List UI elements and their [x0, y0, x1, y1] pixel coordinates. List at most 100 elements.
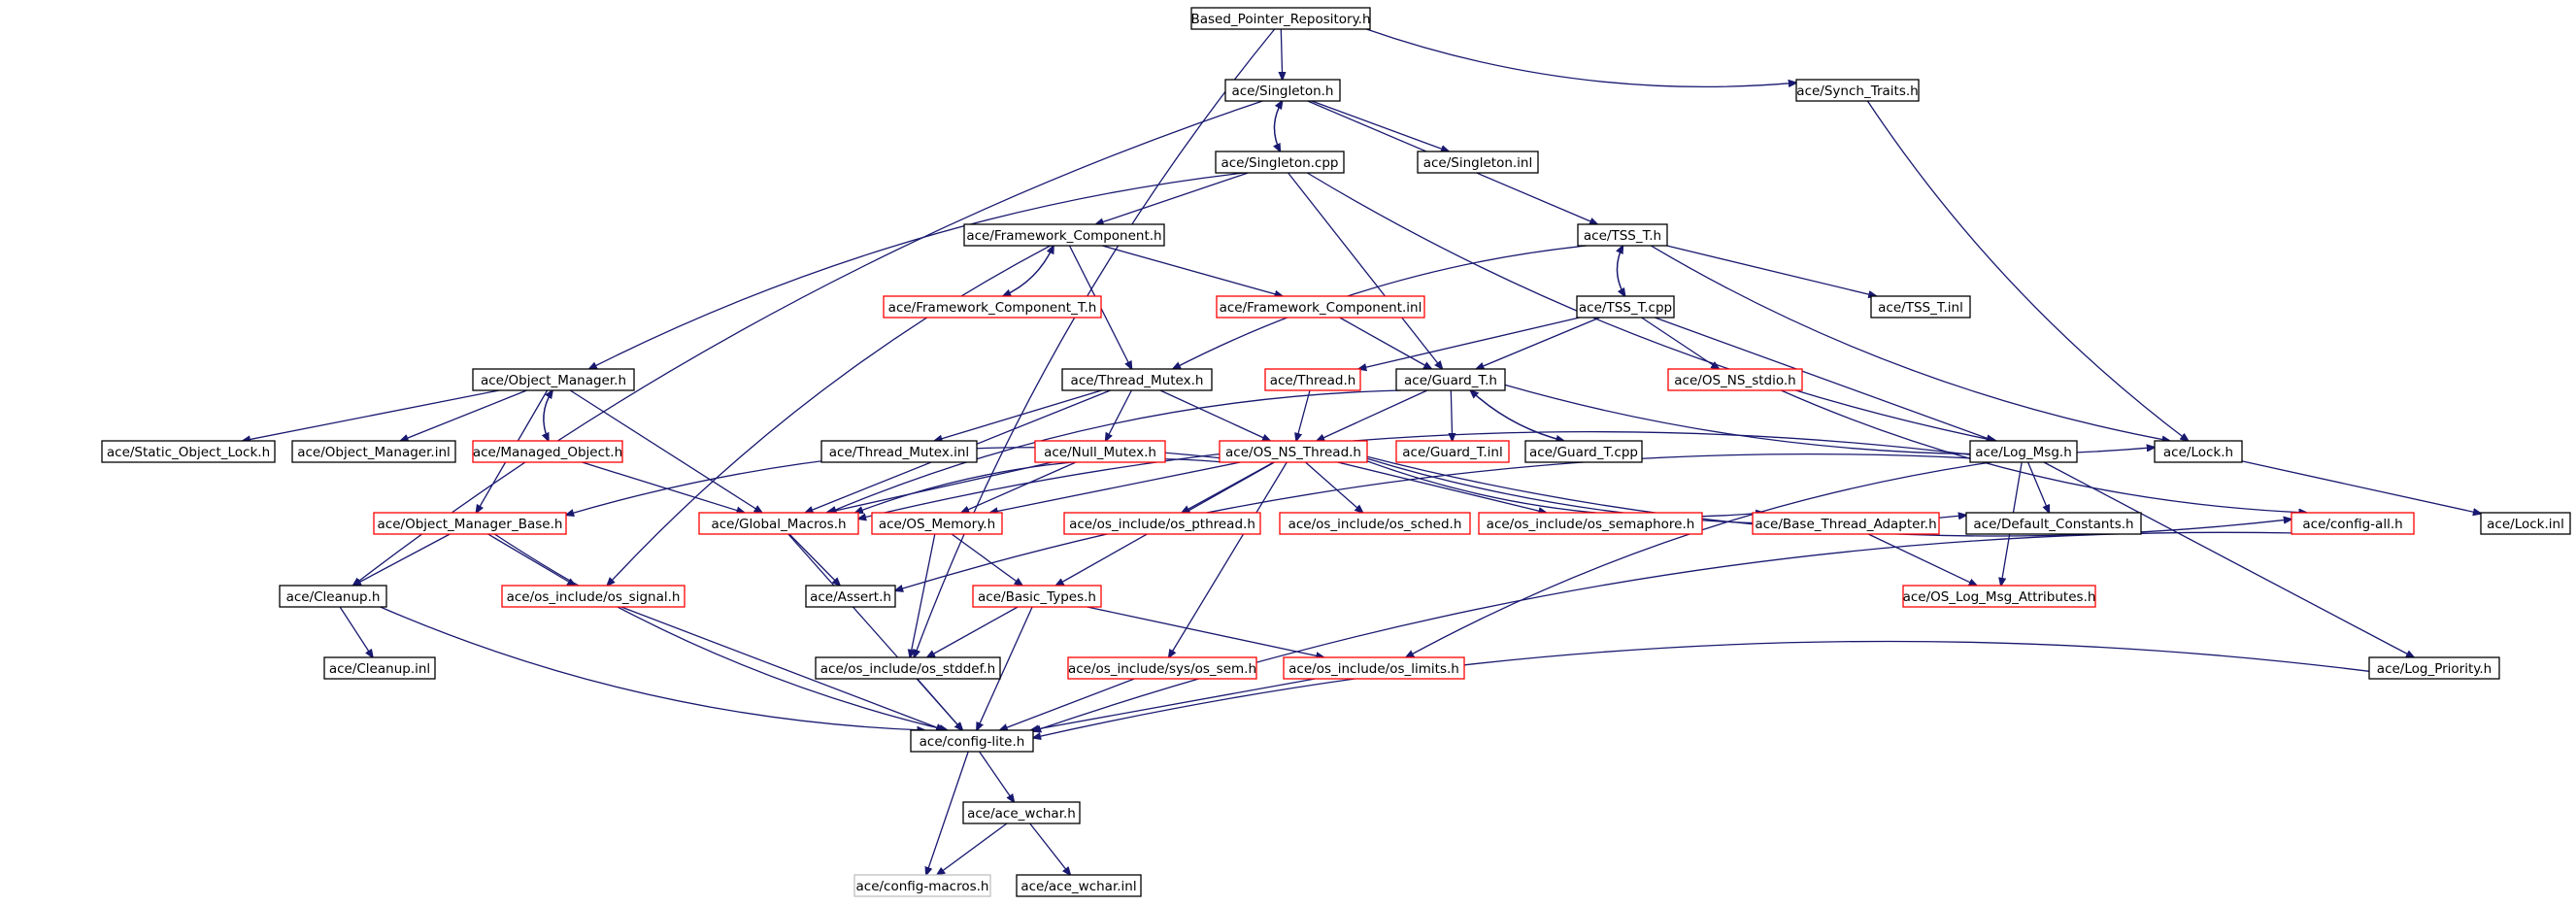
node-box: [291, 440, 456, 463]
edge-config_all-to-config_lite: [1033, 531, 2292, 731]
edge-log_msg_h-to-assert_h: [895, 453, 1971, 591]
node-os-sched[interactable]: ace/os_include/os_sched.h: [1279, 512, 1471, 535]
edge-config_lite-to-config_macros: [926, 751, 969, 875]
node-object-manager-h[interactable]: ace/Object_Manager.h: [472, 368, 635, 391]
node-ace-wchar-h[interactable]: ace/ace_wchar.h: [962, 801, 1081, 824]
node-tss-t-cpp[interactable]: ace/TSS_T.cpp: [1576, 295, 1675, 319]
edge-os_ns_thread-to-os_semaphore: [1337, 461, 1547, 513]
node-object-manager-inl[interactable]: ace/Object_Manager.inl: [291, 440, 456, 463]
node-cleanup-h[interactable]: ace/Cleanup.h: [279, 585, 387, 608]
edge-tss_t_cpp-to-tss_t_h: [1617, 246, 1626, 297]
node-box: [820, 440, 978, 463]
node-lock-inl[interactable]: ace/Lock.inl: [2480, 512, 2571, 535]
node-lock-h[interactable]: ace/Lock.h: [2154, 440, 2243, 463]
node-label: ace/Framework_Component.h: [966, 228, 1161, 244]
node-default-constants[interactable]: ace/Default_Constants.h: [1965, 512, 2142, 535]
edge-singleton_cpp-to-singleton_h: [1273, 101, 1282, 152]
node-box: [1283, 656, 1465, 680]
edge-log_msg_h-to-log_priority: [2043, 461, 2414, 657]
node-box: [1870, 295, 1971, 319]
node-label: ace/Object_Manager.inl: [297, 445, 451, 460]
edge-singleton_cpp-to-guard_t_h: [1288, 172, 1443, 369]
node-cleanup-inl[interactable]: ace/Cleanup.inl: [323, 656, 436, 680]
node-label: ace/Singleton.cpp: [1221, 155, 1338, 171]
node-base-thread-adapter[interactable]: ace/Base_Thread_Adapter.h: [1752, 512, 1940, 535]
node-os-memory[interactable]: ace/OS_Memory.h: [871, 512, 1003, 535]
node-box: [472, 440, 623, 463]
node-basic-types[interactable]: ace/Basic_Types.h: [972, 585, 1102, 608]
node-framework-component-inl[interactable]: ace/Framework_Component.inl: [1216, 295, 1425, 319]
node-box: [1219, 440, 1368, 463]
node-config-macros[interactable]: ace/config-macros.h: [853, 874, 991, 897]
node-box: [1264, 368, 1361, 391]
node-box: [698, 512, 859, 535]
node-os-semaphore[interactable]: ace/os_include/os_semaphore.h: [1478, 512, 1703, 535]
node-label: Based_Pointer_Repository.h: [1190, 12, 1370, 27]
node-framework-component-h[interactable]: ace/Framework_Component.h: [963, 223, 1165, 247]
node-config-all[interactable]: ace/config-all.h: [2291, 512, 2415, 535]
node-object-manager-base[interactable]: ace/Object_Manager_Base.h: [373, 512, 567, 535]
node-guard-t-h[interactable]: ace/Guard_T.h: [1395, 368, 1506, 391]
edge-tss_t_cpp-to-guard_t_h: [1476, 317, 1600, 369]
node-os-log-msg-attributes[interactable]: ace/OS_Log_Msg_Attributes.h: [1902, 585, 2096, 608]
node-global-macros[interactable]: ace/Global_Macros.h: [698, 512, 859, 535]
node-label: ace/Synch_Traits.h: [1796, 84, 1918, 99]
node-log-msg-h[interactable]: ace/Log_Msg.h: [1969, 440, 2078, 463]
node-label: ace/ace_wchar.h: [967, 806, 1076, 822]
edge-singleton_cpp-to-object_manager_h: [589, 172, 1245, 369]
node-synch-traits[interactable]: ace/Synch_Traits.h: [1795, 79, 1920, 102]
node-os-stddef[interactable]: ace/os_include/os_stddef.h: [815, 656, 1001, 680]
node-os-ns-stdio[interactable]: ace/OS_NS_stdio.h: [1667, 368, 1803, 391]
node-static-object-lock[interactable]: ace/Static_Object_Lock.h: [101, 440, 276, 463]
node-thread-mutex-inl[interactable]: ace/Thread_Mutex.inl: [820, 440, 978, 463]
node-thread-h[interactable]: ace/Thread.h: [1264, 368, 1361, 391]
node-box: [1965, 512, 2142, 535]
node-box: [501, 585, 686, 608]
node-label: ace/Object_Manager.h: [481, 373, 626, 388]
node-label: ace/Guard_T.inl: [1402, 445, 1502, 460]
node-box: [883, 295, 1102, 319]
node-ace-wchar-inl[interactable]: ace/ace_wchar.inl: [1016, 874, 1142, 897]
node-os-sys-sem[interactable]: ace/os_include/sys/os_sem.h: [1067, 656, 1257, 680]
edge-object_manager_h-to-static_object_lock: [243, 389, 500, 441]
node-null-mutex-h[interactable]: ace/Null_Mutex.h: [1034, 440, 1166, 463]
node-label: ace/TSS_T.inl: [1878, 300, 1963, 316]
edge-object_manager_base-to-config_lite: [494, 533, 947, 730]
edge-thread_mutex_h-to-thread_mutex_inl: [934, 389, 1102, 441]
node-label: ace/Thread_Mutex.inl: [829, 445, 969, 460]
node-tss-t-inl[interactable]: ace/TSS_T.inl: [1870, 295, 1971, 319]
edge-guard_t_h-to-guard_t_inl: [1451, 389, 1452, 441]
node-box: [1902, 585, 2096, 608]
node-os-ns-thread[interactable]: ace/OS_NS_Thread.h: [1219, 440, 1368, 463]
node-label: ace/Basic_Types.h: [978, 589, 1096, 605]
node-box: [1063, 512, 1261, 535]
node-box: [472, 368, 635, 391]
node-config-lite[interactable]: ace/config-lite.h: [910, 729, 1034, 753]
node-box: [871, 512, 1003, 535]
edge-os_ns_stdio-to-config_all: [1781, 389, 2306, 513]
edge-framework_component_inl-to-guard_t_h: [1339, 317, 1432, 369]
node-guard-t-cpp[interactable]: ace/Guard_T.cpp: [1524, 440, 1643, 463]
node-singleton-h[interactable]: ace/Singleton.h: [1224, 79, 1341, 102]
node-guard-t-inl[interactable]: ace/Guard_T.inl: [1395, 440, 1510, 463]
edge-singleton_cpp-to-log_msg_h: [1306, 172, 1995, 441]
node-assert-h[interactable]: ace/Assert.h: [805, 585, 896, 608]
edge-based-to-synch_traits: [1366, 28, 1796, 86]
node-singleton-cpp[interactable]: ace/Singleton.cpp: [1215, 151, 1345, 174]
node-os-signal[interactable]: ace/os_include/os_signal.h: [501, 585, 686, 608]
node-label: ace/TSS_T.h: [1584, 228, 1661, 244]
node-label: ace/Object_Manager_Base.h: [378, 517, 563, 532]
node-thread-mutex-h[interactable]: ace/Thread_Mutex.h: [1061, 368, 1213, 391]
node-tss-t-h[interactable]: ace/TSS_T.h: [1577, 223, 1668, 247]
node-os-pthread[interactable]: ace/os_include/os_pthread.h: [1063, 512, 1261, 535]
node-label: ace/config-macros.h: [856, 879, 989, 894]
node-singleton-inl[interactable]: ace/Singleton.inl: [1417, 151, 1539, 174]
node-log-priority[interactable]: ace/Log_Priority.h: [2368, 656, 2500, 680]
node-os-limits[interactable]: ace/os_include/os_limits.h: [1283, 656, 1465, 680]
node-framework-component-t-h[interactable]: ace/Framework_Component_T.h: [883, 295, 1102, 319]
edge-os_signal-to-config_lite: [620, 606, 944, 730]
node-box: [1067, 656, 1257, 680]
node-box: [1524, 440, 1643, 463]
node-managed-object-h[interactable]: ace/Managed_Object.h: [472, 440, 623, 463]
